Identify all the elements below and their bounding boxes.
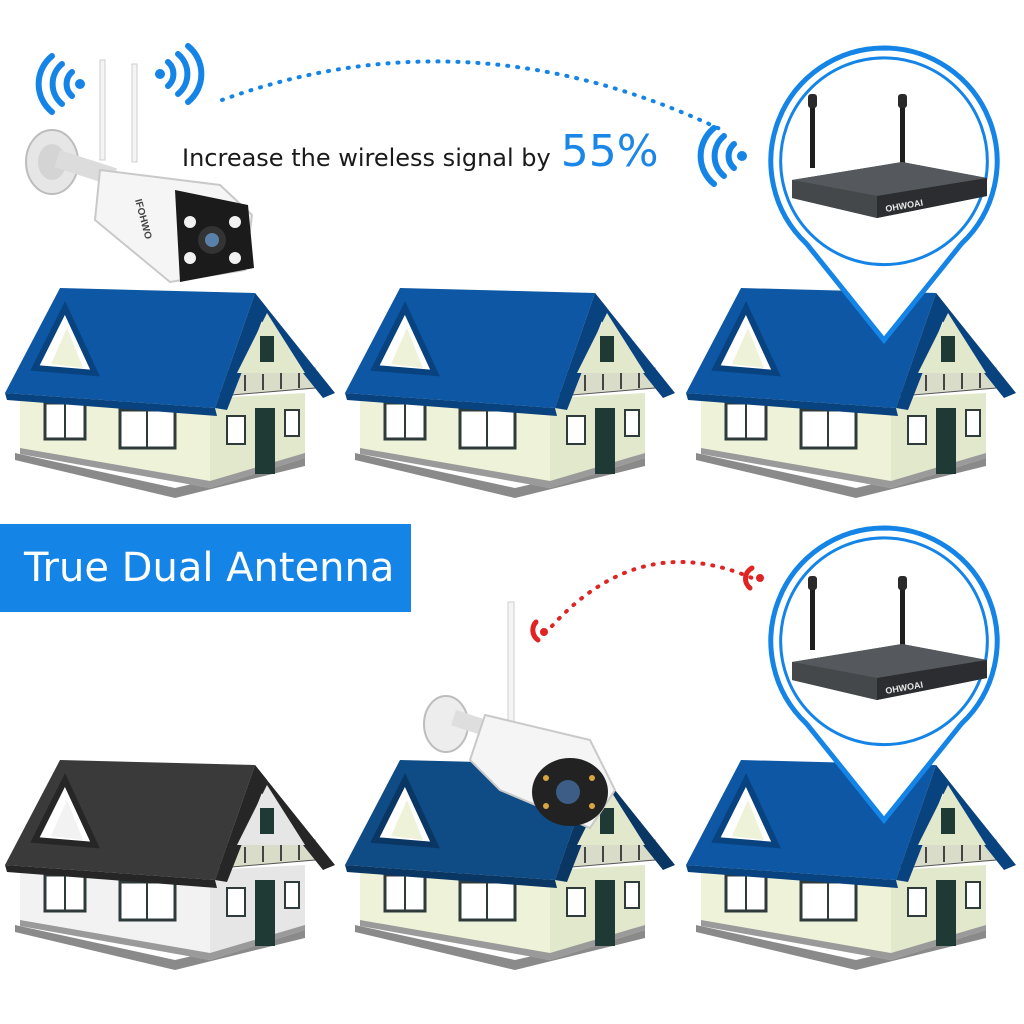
signal-headline: Increase the wireless signal by 55% [182, 126, 659, 186]
house-icon [686, 288, 1016, 498]
signal-path [220, 59, 724, 132]
wifi-signal-icon [155, 43, 205, 105]
weak-signal-path [550, 560, 754, 628]
feature-banner: True Dual Antenna [0, 524, 411, 612]
headline-percent: 55% [560, 126, 659, 177]
house-icon [5, 760, 335, 970]
security-camera-icon: IFOHWO [25, 59, 254, 284]
wifi-signal-icon [697, 125, 747, 187]
house-icon [345, 288, 675, 498]
wifi-signal-icon [35, 53, 85, 115]
wifi-signal-icon [743, 565, 764, 591]
security-camera-icon [423, 601, 617, 830]
house-icon [5, 288, 335, 498]
headline-text: Increase the wireless signal by [182, 144, 551, 172]
wifi-signal-icon [530, 619, 548, 643]
banner-label: True Dual Antenna [24, 545, 395, 591]
house-icon [686, 760, 1016, 970]
